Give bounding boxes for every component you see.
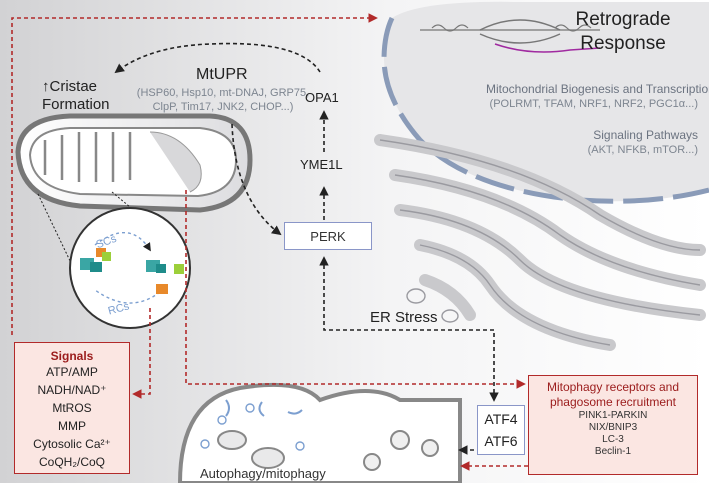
biogenesis-items: (POLRMT, TFAM, NRF1, NRF2, PGC1α...) — [489, 98, 698, 110]
signal-item: ATP/AMP — [46, 365, 98, 379]
signal-item: Cytosolic Ca²⁺ — [33, 437, 111, 451]
signal-arrows — [11, 13, 528, 471]
opa1-label: OPA1 — [305, 90, 339, 105]
mtupr-items: (HSP60, Hsp10, mt-DNAJ, GRP75, ClpP, Tim… — [136, 87, 310, 113]
signals-title: Signals — [50, 349, 94, 363]
mitochondrion — [15, 113, 253, 213]
supercomplex-zoom — [37, 191, 191, 329]
atf-node: ATF4 ATF6 — [477, 405, 525, 455]
retrograde-title-line1: Retrograde — [575, 9, 671, 30]
mitophagy-item: LC-3 — [602, 434, 624, 445]
signal-item: MtROS — [52, 401, 92, 415]
mitophagy-box: Mitophagy receptors and phagosome recrui… — [528, 375, 698, 475]
signal-item: MMP — [58, 419, 86, 433]
signaling-items: (AKT, NFKB, mTOR...) — [587, 144, 698, 156]
biogenesis-title: Mitochondrial Biogenesis and Transcripti… — [486, 82, 709, 96]
atf4-label: ATF4 — [484, 411, 518, 427]
mitophagy-item: PINK1-PARKIN — [578, 410, 648, 421]
perk-node: PERK — [284, 222, 372, 250]
autophagy-label: Autophagy/mitophagy — [200, 466, 326, 481]
cristae-label: ↑Cristae Formation — [42, 78, 110, 113]
atf6-label: ATF6 — [484, 433, 518, 449]
retrograde-title-line2: Response — [580, 33, 666, 54]
retrograde-title: Retrograde Response — [548, 8, 698, 56]
mitophagy-item: Beclin-1 — [594, 446, 632, 457]
yme1l-label: YME1L — [300, 157, 343, 172]
signal-item: CoQH₂/CoQ — [38, 455, 105, 469]
mitophagy-item: NIX/BNIP3 — [588, 422, 638, 433]
signaling-title: Signaling Pathways — [593, 128, 698, 142]
mitophagy-title: Mitophagy receptors and phagosome recrui… — [546, 380, 680, 409]
mtupr-title: MtUPR — [196, 66, 248, 83]
signal-item: NADH/NAD⁺ — [37, 383, 107, 397]
er-stress-label: ER Stress — [370, 309, 438, 326]
pathway-arrows — [114, 42, 499, 455]
signals-box: Signals ATP/AMP NADH/NAD⁺ MtROS MMP Cyto… — [14, 342, 130, 474]
